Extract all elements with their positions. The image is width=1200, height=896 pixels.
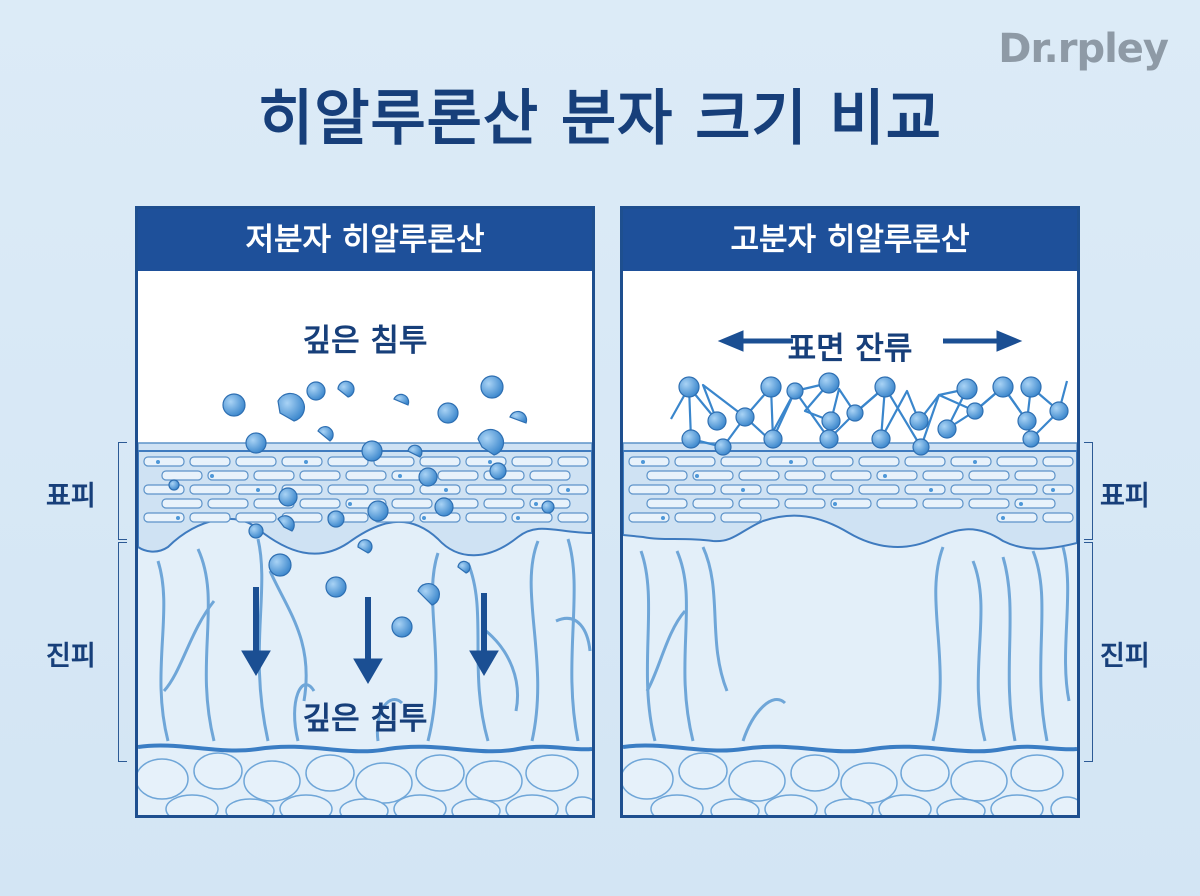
- brand-logo: Dr.rpley: [998, 26, 1169, 72]
- epidermis-label-right: 표피: [1100, 481, 1150, 512]
- low-molecular-skin-diagram: [138, 271, 592, 815]
- dermis-fibers-left: [156, 538, 592, 742]
- epidermis-cells-left: [143, 456, 589, 523]
- high-molecular-panel: 고분자 히알루론산: [620, 206, 1080, 818]
- high-molecular-skin-diagram: [623, 271, 1077, 815]
- epidermis-cells-right: [628, 456, 1074, 523]
- page-title: 히알루론산 분자 크기 비교: [258, 84, 942, 154]
- epidermis-bracket-right: [1084, 442, 1093, 540]
- deep-penetration-label-top: 깊은 침투: [302, 323, 428, 359]
- low-molecular-panel: 저분자 히알루론산: [135, 206, 595, 818]
- dermis-label-left: 진피: [46, 641, 96, 672]
- high-molecular-chain: [670, 372, 1069, 456]
- low-molecular-molecules: [168, 375, 555, 638]
- low-molecular-header: 저분자 히알루론산: [138, 209, 592, 271]
- subcutaneous-cells-left: [138, 752, 592, 815]
- dermis-bracket-right: [1084, 542, 1093, 762]
- epidermis-bracket-left: [118, 442, 127, 540]
- dermis-label-right: 진피: [1100, 641, 1150, 672]
- epidermis-label-left: 표피: [46, 481, 96, 512]
- dermis-fibers-right: [639, 546, 1071, 742]
- deep-penetration-label-bottom: 깊은 침투: [302, 701, 428, 737]
- surface-retention-label: 표면 잔류: [787, 331, 913, 367]
- subcutaneous-cells-right: [623, 752, 1077, 815]
- penetration-arrows: [241, 587, 499, 684]
- dermis-bracket-left: [118, 542, 127, 762]
- high-molecular-header: 고분자 히알루론산: [623, 209, 1077, 271]
- surface-arrows: [717, 330, 1023, 352]
